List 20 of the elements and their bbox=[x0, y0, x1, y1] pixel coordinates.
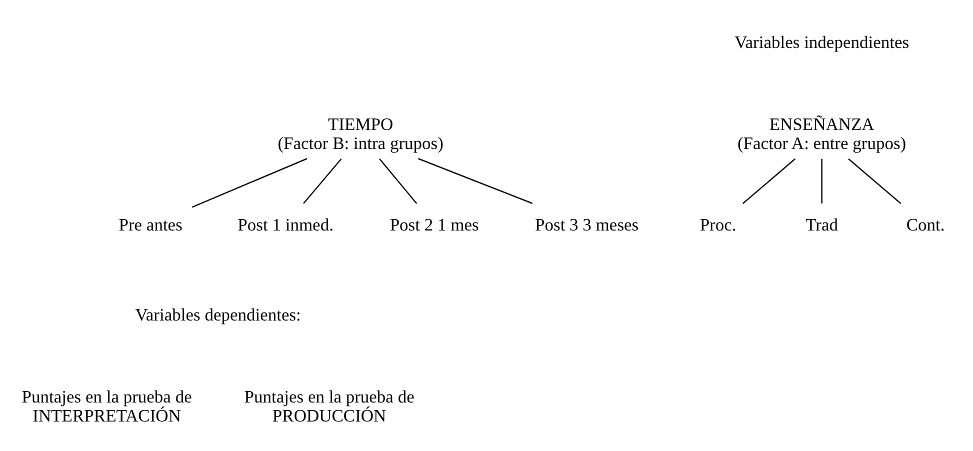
connector bbox=[192, 158, 308, 208]
node-text: TIEMPO (Factor B: intra grupos) bbox=[278, 114, 444, 152]
connector bbox=[742, 158, 796, 204]
connector bbox=[821, 158, 822, 203]
node-text: Pre antes bbox=[118, 214, 182, 234]
connector bbox=[418, 158, 533, 204]
label: Puntajes en la prueba de PRODUCCIÓN bbox=[244, 386, 414, 425]
node-text: Proc. bbox=[700, 214, 736, 234]
node-text: ENSEÑANZA (Factor A: entre grupos) bbox=[737, 114, 906, 152]
node-text: Post 1 inmed. bbox=[238, 214, 334, 234]
label: Puntajes en la prueba de INTERPRETACIÓN bbox=[22, 386, 192, 425]
node-text: Post 3 3 meses bbox=[535, 214, 639, 234]
connector bbox=[379, 158, 418, 204]
connector bbox=[848, 158, 902, 204]
label: Variables dependientes: bbox=[135, 304, 301, 324]
connector bbox=[303, 158, 342, 204]
node-text: Post 2 1 mes bbox=[390, 214, 479, 234]
node-text: Trad bbox=[806, 214, 838, 234]
label: Variables independientes bbox=[734, 32, 910, 52]
node-text: Cont. bbox=[906, 214, 945, 234]
